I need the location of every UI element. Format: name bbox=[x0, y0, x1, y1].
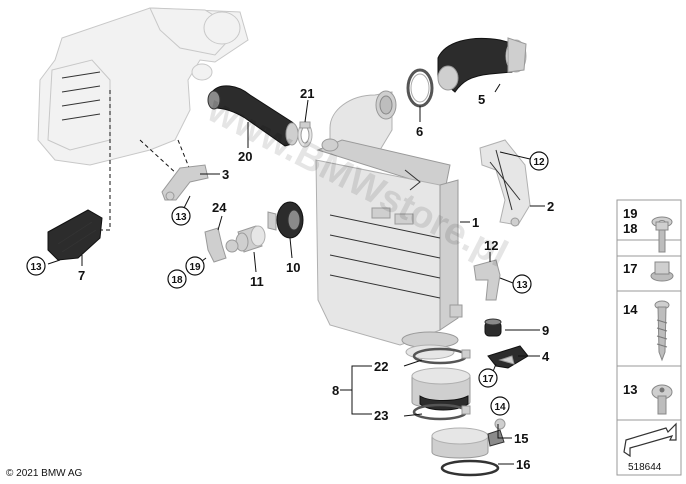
hex-bolt-icon bbox=[655, 221, 669, 253]
callout-1: 1 bbox=[472, 215, 479, 230]
grommet-10 bbox=[267, 201, 304, 239]
return-arrow-icon bbox=[623, 422, 677, 458]
circled-callouts: 12 13 13 13 14 17 18 19 bbox=[26, 151, 549, 416]
callout-19: 19 bbox=[189, 262, 201, 273]
callout-13-center: 13 bbox=[175, 212, 187, 223]
intercooler-1 bbox=[315, 90, 463, 360]
hose-clamp-23 bbox=[412, 403, 471, 421]
callout-13-right: 13 bbox=[516, 280, 528, 291]
hose-clamp-22 bbox=[412, 347, 471, 365]
fastener-sidebar: 19 18 17 14 13 518644 bbox=[616, 199, 682, 476]
sidebar-label-13: 13 bbox=[623, 382, 637, 397]
callout-14: 14 bbox=[494, 402, 506, 413]
callout-15: 15 bbox=[514, 431, 528, 446]
sidebar-label-18: 18 bbox=[623, 221, 637, 236]
sidebar-label-19: 19 bbox=[623, 206, 637, 221]
grommet-9 bbox=[484, 318, 502, 337]
callout-labels: 1 2 3 4 5 6 7 8 9 10 11 12 15 16 20 21 2… bbox=[78, 86, 554, 472]
callout-20: 20 bbox=[238, 149, 252, 164]
sidebar-label-17: 17 bbox=[623, 261, 637, 276]
callout-24: 24 bbox=[212, 200, 227, 215]
leader-lines bbox=[47, 83, 545, 465]
charge-air-hose-5 bbox=[437, 37, 527, 93]
bracket-12-lower bbox=[473, 259, 501, 301]
callout-21: 21 bbox=[300, 86, 314, 101]
callout-17: 17 bbox=[482, 374, 494, 385]
bracket-3 bbox=[161, 164, 209, 201]
dashed-reference-lines bbox=[100, 90, 413, 231]
hose-clamp-21 bbox=[297, 121, 313, 148]
callout-11: 11 bbox=[250, 274, 264, 289]
diagram-number: 518644 bbox=[628, 462, 662, 473]
callout-16: 16 bbox=[516, 457, 530, 472]
callout-7: 7 bbox=[78, 268, 85, 283]
callout-18: 18 bbox=[171, 275, 183, 286]
bracket-24 bbox=[204, 227, 239, 263]
callout-4: 4 bbox=[542, 349, 550, 364]
callout-6: 6 bbox=[416, 124, 423, 139]
flange-nut-icon bbox=[650, 261, 674, 282]
engine-housing-ghost bbox=[37, 7, 249, 166]
seal-ring-6 bbox=[406, 68, 434, 108]
callout-9: 9 bbox=[542, 323, 549, 338]
callout-23: 23 bbox=[374, 408, 388, 423]
seal-ring-16 bbox=[440, 459, 500, 477]
callout-3: 3 bbox=[222, 167, 229, 182]
callout-5: 5 bbox=[478, 92, 485, 107]
callout-12-lower: 12 bbox=[484, 238, 498, 253]
sleeve-11 bbox=[235, 225, 266, 253]
callout-2: 2 bbox=[547, 199, 554, 214]
adapter-15 bbox=[431, 418, 506, 459]
bracket-7 bbox=[47, 209, 103, 261]
torx-screw-icon bbox=[651, 384, 673, 415]
callout-12-upper: 12 bbox=[533, 157, 545, 168]
wood-screw-icon bbox=[654, 300, 670, 362]
sidebar-label-14: 14 bbox=[623, 302, 638, 317]
copyright: © 2021 BMW AG bbox=[6, 468, 83, 479]
callout-22: 22 bbox=[374, 359, 388, 374]
callout-10: 10 bbox=[286, 260, 300, 275]
bracket-4 bbox=[487, 345, 529, 369]
callout-13-left: 13 bbox=[30, 262, 42, 273]
callout-8: 8 bbox=[332, 383, 339, 398]
holder-2 bbox=[479, 139, 531, 227]
sleeve-8 bbox=[411, 367, 471, 411]
